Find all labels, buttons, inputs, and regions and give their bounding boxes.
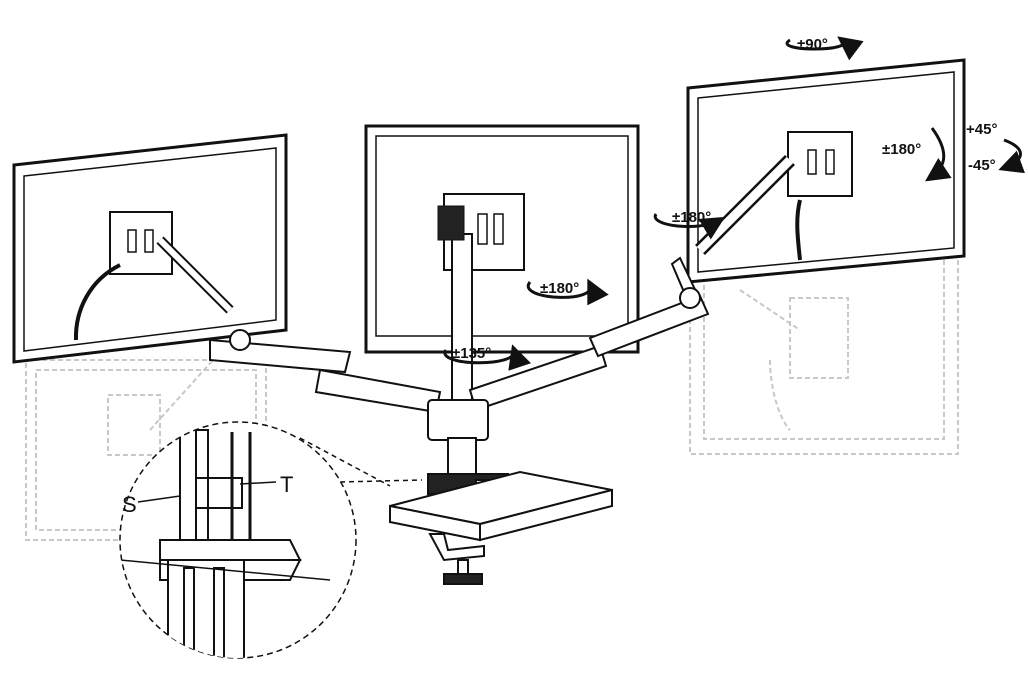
label-part-s: S xyxy=(122,492,137,517)
desk-clamp xyxy=(389,470,613,585)
label-tilt-up: +45° xyxy=(966,121,997,138)
mount-arms xyxy=(209,256,710,495)
label-center-screen-swivel: ±180° xyxy=(540,280,579,297)
rotation-indicators xyxy=(443,36,1026,371)
rotation-arrow-icon xyxy=(653,213,726,240)
vesa-plate-right xyxy=(787,131,853,197)
label-base-swivel: ±135° xyxy=(452,345,491,362)
rotation-arrow-icon xyxy=(526,278,609,306)
left-monitor xyxy=(12,133,288,364)
rotation-arrow-icon xyxy=(925,127,952,182)
detail-callout xyxy=(119,421,423,659)
label-right-arm-swivel: ±180° xyxy=(672,209,711,226)
ghost-right-monitor xyxy=(689,231,959,455)
rotation-arrow-icon xyxy=(785,36,864,61)
label-top-rotation: ±90° xyxy=(797,36,828,53)
right-monitor xyxy=(686,58,966,284)
rotation-arrow-icon xyxy=(443,344,532,371)
label-right-screen-rotation: ±180° xyxy=(882,141,921,158)
tilt-arrow-icon xyxy=(998,138,1026,174)
label-tilt-down: -45° xyxy=(968,157,996,174)
center-monitor xyxy=(364,124,640,415)
label-part-t: T xyxy=(280,472,293,497)
